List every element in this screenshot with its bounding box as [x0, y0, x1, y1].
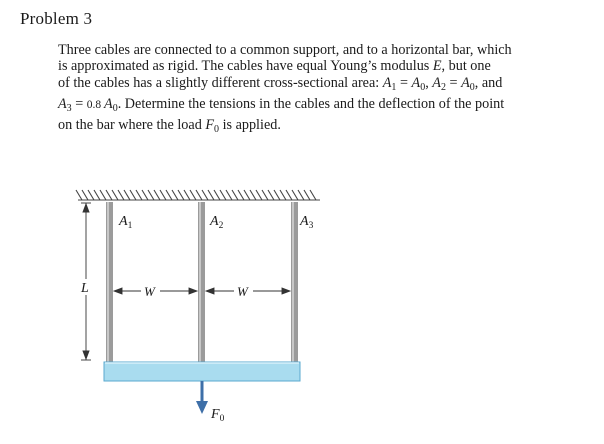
load-label: F0 [210, 407, 225, 424]
statement-line-3: of the cables has a slightly different c… [58, 74, 503, 93]
hatch-line [237, 189, 245, 201]
hatch-line [297, 189, 305, 201]
hatch-line [207, 189, 215, 201]
hatch-line [75, 189, 83, 201]
hatch-line [273, 189, 281, 201]
statement-line-5: on the bar where the load F0 is applied. [58, 117, 281, 136]
cable-label-a2: A2 [209, 214, 224, 231]
hatch-line [279, 189, 287, 201]
width-dimension-1 [112, 287, 199, 295]
ceiling-hatch [75, 189, 320, 201]
hatch-line [117, 189, 125, 201]
hatch-line [255, 189, 263, 201]
hatch-line [111, 189, 119, 201]
cable-3 [291, 202, 298, 362]
hatch-line [87, 189, 95, 201]
hatch-line [105, 189, 113, 201]
hatch-line [81, 189, 89, 201]
hatch-line [261, 189, 269, 201]
statement-line-2: is approximated as rigid. The cables hav… [58, 58, 491, 75]
cable-label-a1: A1 [118, 214, 133, 231]
hatch-line [285, 189, 293, 201]
hatch-line [141, 189, 149, 201]
hatch-line [183, 189, 191, 201]
hatch-line [99, 189, 107, 201]
hatch-line [177, 189, 185, 201]
hatch-line [195, 189, 203, 201]
width-label-1: W [144, 284, 156, 299]
hatch-line [309, 189, 317, 201]
hatch-line [291, 189, 299, 201]
statement-line-1: Three cables are connected to a common s… [58, 42, 512, 58]
load-arrow [196, 381, 208, 414]
hatch-line [123, 189, 131, 201]
hatch-line [171, 189, 179, 201]
hatch-line [147, 189, 155, 201]
width-dimension-2 [204, 287, 292, 295]
hatch-line [249, 189, 257, 201]
hatch-line [267, 189, 275, 201]
length-label: L [80, 281, 89, 296]
problem-heading: Problem 3 [20, 9, 93, 28]
cable-2 [198, 202, 205, 362]
hatch-line [201, 189, 209, 201]
width-label-2: W [237, 284, 249, 299]
hatch-line [159, 189, 167, 201]
hatch-line [93, 189, 101, 201]
problem-statement: Three cables are connected to a common s… [58, 42, 578, 138]
cable-1 [106, 202, 113, 362]
statement-line-4: A3 = 0.8 A0. Determine the tensions in t… [58, 95, 505, 114]
hatch-line [303, 189, 311, 201]
hatch-line [135, 189, 143, 201]
hatch-line [153, 189, 161, 201]
hatch-line [243, 189, 251, 201]
hatch-line [165, 189, 173, 201]
hatch-line [189, 189, 197, 201]
hatch-line [213, 189, 221, 201]
hatch-line [225, 189, 233, 201]
hatch-line [219, 189, 227, 201]
rigid-bar [103, 361, 301, 382]
hatch-line [231, 189, 239, 201]
hatch-line [129, 189, 137, 201]
cable-label-a3: A3 [299, 214, 314, 231]
